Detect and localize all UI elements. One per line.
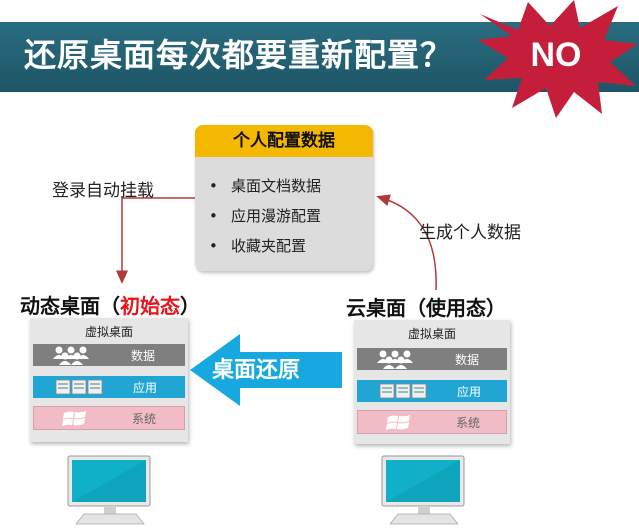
users-icon <box>53 346 89 365</box>
no-starburst-icon <box>478 0 638 118</box>
virtual-desktop-label: 虚拟桌面 <box>407 327 456 341</box>
auto-mount-label: 登录自动挂载 <box>52 181 154 201</box>
profile-item: •应用漫游配置 <box>209 207 322 225</box>
windows-logo-icon <box>62 411 86 426</box>
app-layer: 应用 <box>33 376 185 398</box>
left-virtual-desktop: 虚拟桌面 数据 应用 系统 <box>30 318 188 442</box>
system-layer: 系统 <box>357 410 507 434</box>
layer-label: 系统 <box>456 415 481 430</box>
system-layer: 系统 <box>33 406 185 430</box>
right-virtual-desktop: 虚拟桌面 数据 应用 系统 <box>354 320 510 444</box>
windows-logo-icon <box>386 415 410 430</box>
generate-data-arrow <box>376 194 437 291</box>
layer-label: 应用 <box>133 380 158 395</box>
data-layer: 数据 <box>33 344 185 366</box>
profile-data-box: 个人配置数据 •桌面文档数据 •应用漫游配置 •收藏夹配置 <box>195 125 373 271</box>
layer-label: 数据 <box>455 352 480 367</box>
generate-data-label: 生成个人数据 <box>419 223 521 243</box>
monitor-icon <box>381 455 465 525</box>
layer-label: 系统 <box>132 411 157 426</box>
page-title: 还原桌面每次都要重新配置？ <box>24 36 454 74</box>
monitor-icon <box>67 455 151 525</box>
app-windows-icon <box>55 379 103 395</box>
auto-mount-arrow <box>116 197 195 284</box>
no-stamp-text: NO <box>530 36 582 74</box>
restore-label: 桌面还原 <box>212 358 301 383</box>
layer-label: 数据 <box>131 348 156 363</box>
app-layer: 应用 <box>357 380 507 402</box>
profile-list: •桌面文档数据 •应用漫游配置 •收藏夹配置 <box>209 175 369 265</box>
profile-item: •桌面文档数据 <box>209 177 322 195</box>
profile-title: 个人配置数据 <box>195 125 373 157</box>
users-icon <box>377 350 413 369</box>
data-layer: 数据 <box>357 348 507 370</box>
app-windows-icon <box>379 383 427 399</box>
virtual-desktop-label: 虚拟桌面 <box>84 325 133 339</box>
restore-arrow-icon <box>190 334 342 406</box>
left-desktop-title: 动态桌面（初始态） <box>20 294 200 318</box>
layer-label: 应用 <box>457 384 482 399</box>
right-desktop-title: 云桌面（使用态） <box>346 296 506 320</box>
profile-item: •收藏夹配置 <box>209 237 307 255</box>
